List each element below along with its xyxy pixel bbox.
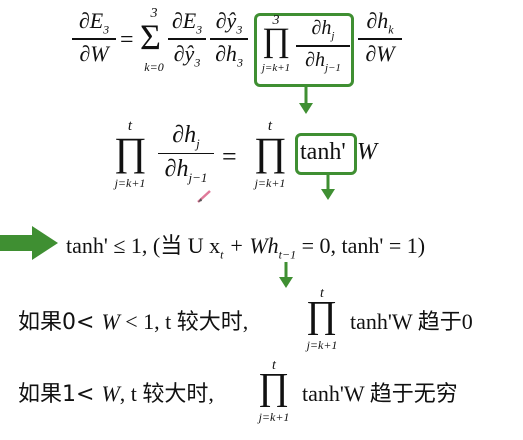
exploding-prefix: 如果1< (18, 382, 102, 407)
condition-text-a: tanh' ≤ 1, (当 U x (66, 233, 221, 258)
f3-numerator: ∂h (311, 17, 332, 39)
lhs-fraction: ∂E3 ∂W (72, 10, 116, 65)
equals-sign: = (120, 27, 134, 53)
sum-upper-limit: 3 (150, 6, 158, 21)
f2-denominator: ∂h (215, 40, 237, 66)
weight-term: W (357, 139, 377, 165)
lhs-numerator: ∂E (78, 8, 104, 33)
f1-denominator: ∂ŷ (173, 40, 195, 66)
sum-lower-limit: k=0 (144, 60, 164, 74)
exploding-text: 如果1< W, t 较大时, (18, 376, 214, 408)
subscript-t-minus-1: t−1 (278, 247, 297, 262)
lhs-denominator: ∂W (79, 40, 109, 66)
highlight-box-product (254, 13, 354, 87)
f3-numerator-subscript: j (331, 30, 335, 42)
denominator-subscript: j−1 (188, 170, 208, 186)
down-arrow-icon (279, 262, 293, 288)
product-lower-limit: j=k+1 (258, 410, 290, 424)
highlight-box-tanh (295, 133, 357, 175)
fraction-dhj-dhj1: ∂hj ∂hj−1 (158, 123, 214, 184)
product-symbol: ∏ (262, 22, 290, 59)
fraction-dhj-dhj1: ∂hj ∂hj−1 (296, 18, 350, 74)
fraction-dhk-dW: ∂hk ∂W (358, 10, 402, 65)
f2-numerator-subscript: 3 (236, 22, 243, 37)
condition-line: tanh' ≤ 1, (当 U xt + Wht−1 = 0, tanh' = … (66, 228, 425, 262)
down-arrow-icon (299, 86, 313, 114)
tanh-derivative-term: tanh' (300, 139, 346, 165)
product-upper-limit: t (127, 118, 133, 134)
f4-numerator-subscript: k (388, 22, 394, 37)
subscript-t: t (220, 247, 224, 262)
product2-upper-limit: t (267, 118, 273, 134)
product-upper-limit: t (320, 286, 324, 301)
product2-symbol: ∏ (254, 129, 287, 174)
f1-numerator: ∂E (171, 8, 197, 33)
product-lower-limit: j=k+1 (306, 338, 338, 352)
vanishing-text: 如果0< W < 1, t 较大时, (18, 304, 248, 336)
exploding-middle: , t 较大时, (119, 381, 214, 406)
product-lower-limit: j=k+1 (261, 62, 291, 74)
fraction-dy-dh: ∂ŷ3 ∂h3 (210, 10, 248, 68)
numerator-subscript: j (196, 135, 200, 151)
product-symbol: ∏ (306, 294, 338, 336)
product-upper-limit: 3 (272, 13, 280, 28)
vanishing-prefix: 如果0< (18, 310, 102, 335)
f2-numerator: ∂ŷ (215, 8, 237, 33)
f4-denominator: ∂W (365, 40, 395, 66)
f3-denominator: ∂h (305, 48, 325, 71)
f2-denominator-subscript: 3 (236, 55, 243, 70)
product-lower-limit: j=k+1 (114, 176, 146, 190)
weight-symbol: W (101, 309, 120, 334)
product2-lower-limit: j=k+1 (254, 176, 286, 190)
product-upper-limit: t (272, 358, 276, 373)
condition-text-c: = 0, tanh' = 1) (296, 233, 426, 258)
right-arrow-icon (0, 226, 58, 260)
product-symbol: ∏ (258, 366, 290, 408)
equals-sign: = (222, 142, 237, 171)
product-symbol: ∏ (114, 129, 147, 174)
denominator: ∂h (164, 156, 189, 183)
pencil-cursor-icon (197, 190, 211, 203)
f3-denominator-subscript: j−1 (324, 61, 341, 74)
vanishing-middle: < 1, t 较大时, (119, 309, 249, 334)
lhs-numerator-subscript: 3 (103, 22, 110, 37)
numerator: ∂h (172, 122, 197, 148)
exploding-conclusion: tanh'W 趋于无穷 (302, 381, 458, 406)
vanishing-conclusion: tanh'W 趋于0 (350, 309, 473, 334)
f1-denominator-subscript: 3 (194, 55, 201, 70)
condition-text-b: + Wh (223, 233, 279, 258)
down-arrow-icon (321, 174, 335, 200)
f1-numerator-subscript: 3 (196, 22, 203, 37)
weight-symbol: W (101, 381, 120, 406)
fraction-dE-dy: ∂E3 ∂ŷ3 (168, 10, 206, 68)
f4-numerator: ∂h (366, 8, 389, 33)
summation-symbol: Σ (140, 17, 161, 57)
